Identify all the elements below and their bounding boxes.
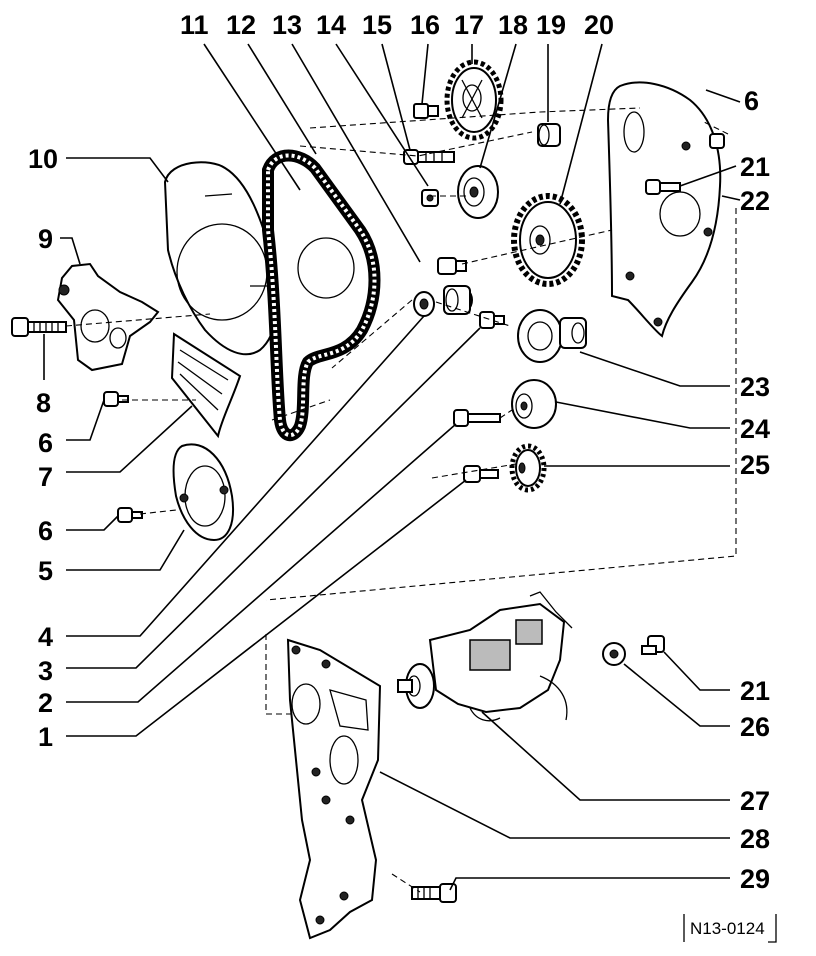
- label-26: 26: [740, 712, 770, 742]
- cover-plate-part-5: [172, 443, 234, 542]
- bolt-part-6-upper: [103, 391, 129, 407]
- bolt-part-8: [11, 317, 67, 337]
- bush-part-19: [537, 123, 561, 147]
- label-6-a: 6: [38, 428, 53, 458]
- part-number-labels: 11 12 13 14 15 16 17 18 19 20 10 9 8 6 7…: [28, 10, 770, 894]
- label-21-a: 21: [740, 152, 770, 182]
- injection-pump-sprocket-part-20: [511, 193, 585, 287]
- belt-tensioner-bracket: [56, 262, 160, 372]
- label-10: 10: [28, 144, 58, 174]
- label-21-b: 21: [740, 676, 770, 706]
- label-28: 28: [740, 824, 770, 854]
- injection-pump-part-27: [397, 591, 573, 722]
- label-20: 20: [584, 10, 614, 40]
- label-1: 1: [38, 722, 53, 752]
- bolt-part-2: [453, 409, 501, 427]
- label-16: 16: [410, 10, 440, 40]
- label-5: 5: [38, 556, 53, 586]
- label-9: 9: [38, 224, 53, 254]
- nut-part-14: [421, 189, 439, 207]
- coolant-pump-part-23: [517, 309, 587, 363]
- label-24: 24: [740, 414, 770, 444]
- label-17: 17: [454, 10, 484, 40]
- camshaft-sprocket-part-17: [444, 59, 504, 141]
- label-8: 8: [36, 388, 51, 418]
- label-3: 3: [38, 656, 53, 686]
- label-23: 23: [740, 372, 770, 402]
- label-19: 19: [536, 10, 566, 40]
- bolt-part-3: [479, 311, 505, 329]
- label-22: 22: [740, 186, 770, 216]
- bolt-part-29: [411, 883, 457, 903]
- timing-belt-cover-rear: [163, 161, 279, 356]
- reference-box: N13-0124: [683, 914, 777, 943]
- label-7: 7: [38, 462, 53, 492]
- label-29: 29: [740, 864, 770, 894]
- timing-belt-cover-lower: [170, 332, 242, 439]
- label-2: 2: [38, 688, 53, 718]
- tension-roller-part-12: [443, 285, 473, 315]
- nut-part-26: [602, 642, 626, 666]
- label-12: 12: [226, 10, 256, 40]
- label-15: 15: [362, 10, 392, 40]
- label-6-c: 6: [744, 86, 759, 116]
- timing-belt-guard-part-22: [606, 81, 722, 338]
- bolt-part-21-upper: [645, 179, 681, 195]
- hub-part-18: [457, 165, 499, 219]
- assembly-lines: [65, 107, 737, 893]
- label-11: 11: [180, 10, 209, 40]
- label-4: 4: [38, 622, 53, 652]
- label-6-b: 6: [38, 516, 53, 546]
- bolt-part-21-lower: [641, 635, 665, 655]
- leader-lines: [43, 43, 741, 891]
- label-25: 25: [740, 450, 770, 480]
- bolt-part-16: [413, 103, 439, 119]
- crankshaft-sprocket-part-25: [509, 443, 547, 493]
- bolt-part-1: [463, 465, 499, 483]
- toothed-belt: [262, 149, 381, 441]
- nut-part-13: [437, 257, 467, 275]
- label-18: 18: [498, 10, 528, 40]
- reference-code: N13-0124: [690, 919, 765, 938]
- idler-roller-part-24: [511, 379, 557, 429]
- label-13: 13: [272, 10, 302, 40]
- mounting-bracket-part-28: [286, 638, 382, 940]
- bolt-part-6-lower: [117, 507, 143, 523]
- bolt-part-15: [403, 149, 455, 165]
- bolt-part-6-right: [709, 133, 725, 149]
- roller-part-4: [413, 291, 435, 317]
- label-14: 14: [316, 10, 346, 40]
- label-27: 27: [740, 786, 770, 816]
